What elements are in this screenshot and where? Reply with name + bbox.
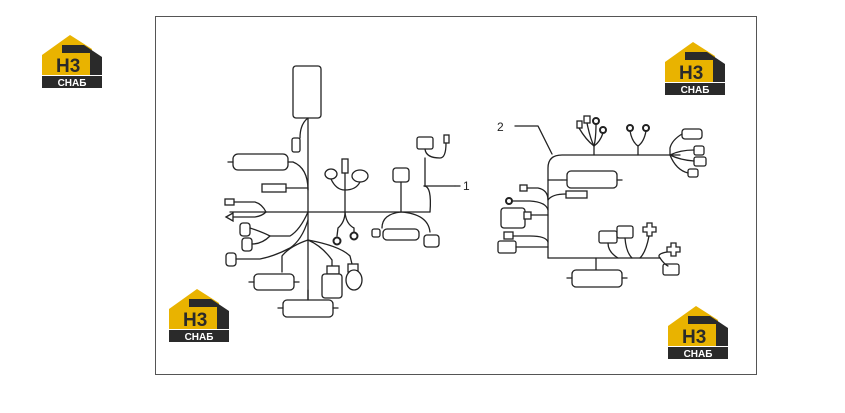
sensor — [341, 158, 349, 174]
ring-terminal — [505, 197, 513, 205]
relay-box — [500, 207, 526, 229]
cylinder-connector — [571, 269, 623, 288]
sensor-bulb — [345, 269, 363, 291]
sensor-bulb — [351, 169, 369, 183]
logo-h3-text: H3 — [183, 310, 207, 331]
connector — [416, 136, 434, 150]
small-connector — [371, 228, 381, 238]
small-box — [565, 190, 588, 199]
logo-snab-text: СНАБ — [58, 78, 87, 89]
connector — [693, 145, 705, 156]
watermark-logo: H3 СНАБ — [663, 36, 727, 96]
cylinder-connector — [232, 153, 289, 171]
relay-box — [321, 273, 343, 299]
harness-2 — [497, 115, 707, 288]
small-box — [261, 183, 287, 193]
connector — [662, 263, 680, 276]
pin — [576, 120, 583, 129]
logo-h3-text: H3 — [679, 63, 703, 84]
ring-terminal — [642, 124, 650, 132]
connector — [681, 128, 703, 140]
ring-terminal — [592, 117, 600, 125]
callout-2-label: 2 — [497, 120, 504, 134]
pin — [519, 184, 528, 192]
connector — [687, 168, 699, 178]
logo-snab-text: СНАБ — [681, 85, 710, 96]
logo-snab-text: СНАБ — [684, 349, 713, 360]
ecu-connector — [292, 65, 322, 119]
cylinder-connector — [566, 170, 618, 189]
callout-1-label: 1 — [463, 179, 470, 193]
harness-1 — [224, 65, 461, 318]
connector — [598, 230, 618, 244]
connector — [225, 252, 237, 267]
sensor-bulb — [324, 168, 338, 180]
ring-terminal — [599, 126, 607, 134]
pin — [523, 211, 532, 220]
watermark-logo: H3 СНАБ — [666, 300, 730, 360]
connector — [423, 234, 440, 248]
connector — [497, 240, 517, 254]
connector — [241, 237, 253, 252]
small-connector — [291, 137, 301, 153]
pin — [224, 198, 235, 206]
cross-connector — [642, 222, 657, 237]
logo-h3-text: H3 — [56, 56, 80, 77]
ring-terminal — [626, 124, 634, 132]
connector — [693, 156, 707, 167]
cross-connector — [666, 242, 681, 257]
ring-terminal — [332, 236, 342, 246]
pin — [503, 231, 514, 240]
pin — [443, 134, 450, 144]
logo-snab-text: СНАБ — [185, 332, 214, 343]
cylinder-connector — [282, 299, 334, 318]
cylinder-connector — [253, 273, 295, 291]
arrow-terminal — [224, 211, 234, 223]
connector — [239, 222, 251, 237]
small-box — [326, 265, 340, 275]
watermark-logo: H3 СНАБ — [40, 29, 104, 89]
ring-terminal — [349, 231, 359, 241]
diagram-frame — [155, 16, 757, 375]
logo-h3-text: H3 — [682, 327, 706, 348]
connector — [392, 167, 410, 183]
connector — [616, 225, 634, 239]
pin — [583, 115, 591, 124]
watermark-logo: H3 СНАБ — [167, 283, 231, 343]
long-connector — [382, 228, 420, 241]
